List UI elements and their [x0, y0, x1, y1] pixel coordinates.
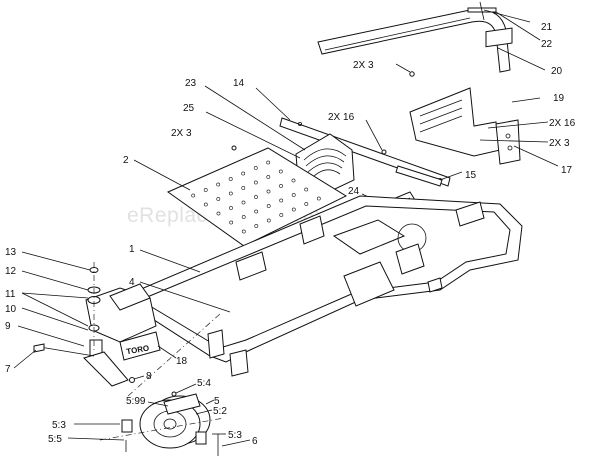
caster-assembly: [33, 283, 157, 387]
callout-1: 1: [129, 244, 135, 255]
plate-hole: [228, 191, 233, 196]
plate-hole: [203, 202, 208, 207]
callout-24: 24: [348, 186, 360, 197]
callout-14: 14: [233, 78, 245, 89]
plate-hole: [241, 200, 246, 205]
plate-hole: [216, 197, 221, 201]
callout-12: 12: [5, 266, 17, 277]
callout-13: 13: [5, 247, 17, 258]
callout-8: 8: [146, 371, 152, 382]
callout-11: 11: [5, 289, 16, 300]
callout-23: 23: [185, 78, 197, 89]
callout-labels: 21 22 20 2X 3 19 2X 16 2X 3 17 23 14 25 …: [5, 22, 576, 447]
plate-hole: [316, 196, 321, 201]
plate-hole: [241, 186, 246, 190]
plate-hole: [241, 215, 246, 219]
plate-hole: [229, 206, 233, 210]
callout-5: 5: [214, 396, 220, 407]
main-frame: [118, 195, 523, 377]
callout-4: 4: [129, 277, 135, 288]
plate-hole: [191, 193, 196, 198]
callout-6: 6: [252, 436, 258, 447]
callout-2: 2: [123, 155, 129, 166]
plate-hole: [254, 224, 259, 228]
callout-17: 17: [561, 165, 573, 176]
bolt-21: [479, 1, 531, 23]
callout-9: 9: [5, 321, 11, 332]
plate-hole: [228, 177, 233, 181]
plate-hole: [216, 211, 221, 216]
plate-hole: [229, 220, 234, 225]
callout-2x16-right: 2X 16: [549, 118, 576, 129]
plate-hole: [266, 175, 271, 179]
callout-2x3-right: 2X 3: [549, 138, 570, 149]
callout-19: 19: [553, 93, 565, 104]
callout-2x3-left: 2X 3: [171, 128, 192, 139]
plate-hole: [241, 229, 246, 234]
plate-hole: [291, 178, 296, 183]
plate-hole: [266, 204, 271, 208]
callout-21: 21: [541, 22, 553, 33]
plate-hole: [266, 160, 271, 165]
plate-hole: [216, 182, 221, 187]
rail-15: [395, 165, 443, 187]
plate-hole: [278, 169, 283, 174]
plate-hole: [253, 180, 258, 185]
toro-badge-text: TORO: [126, 343, 150, 356]
handle-bar: [317, 7, 511, 73]
callout-5-3-left: 5:3: [52, 420, 66, 431]
plate-hole: [291, 207, 296, 212]
plate-hole: [266, 218, 271, 223]
plate-hole: [253, 166, 258, 170]
callout-15: 15: [465, 170, 477, 181]
callout-2x16-mid: 2X 16: [328, 112, 355, 123]
callout-5-2: 5:2: [213, 406, 227, 417]
plate-hole: [203, 188, 208, 192]
plate-hole: [279, 213, 284, 217]
callout-2x3-top: 2X 3: [353, 60, 374, 71]
plate-hole: [266, 189, 271, 194]
callout-18: 18: [176, 356, 188, 367]
plate-hole: [254, 209, 259, 214]
plate-hole: [254, 195, 258, 199]
plate-hole: [304, 187, 309, 192]
plate-hole: [291, 193, 296, 197]
seat-bracket: [409, 87, 521, 165]
floor-plate: [166, 147, 348, 247]
callout-5-3-right: 5:3: [228, 430, 242, 441]
wheel-assembly: [99, 393, 225, 456]
callout-7: 7: [5, 364, 11, 375]
plate-hole: [279, 198, 284, 203]
callout-20: 20: [551, 66, 563, 77]
callout-22: 22: [541, 39, 553, 50]
plate-hole: [241, 171, 246, 176]
callout-5-99: 5:99: [126, 396, 146, 407]
plate-hole: [304, 202, 309, 206]
toro-badge: TORO: [119, 331, 161, 361]
plate-hole: [279, 184, 283, 188]
callout-10: 10: [5, 304, 17, 315]
decal-19: [485, 27, 513, 48]
callout-5-5: 5:5: [48, 434, 62, 445]
callout-25: 25: [183, 103, 195, 114]
callout-5-4: 5:4: [197, 378, 211, 389]
